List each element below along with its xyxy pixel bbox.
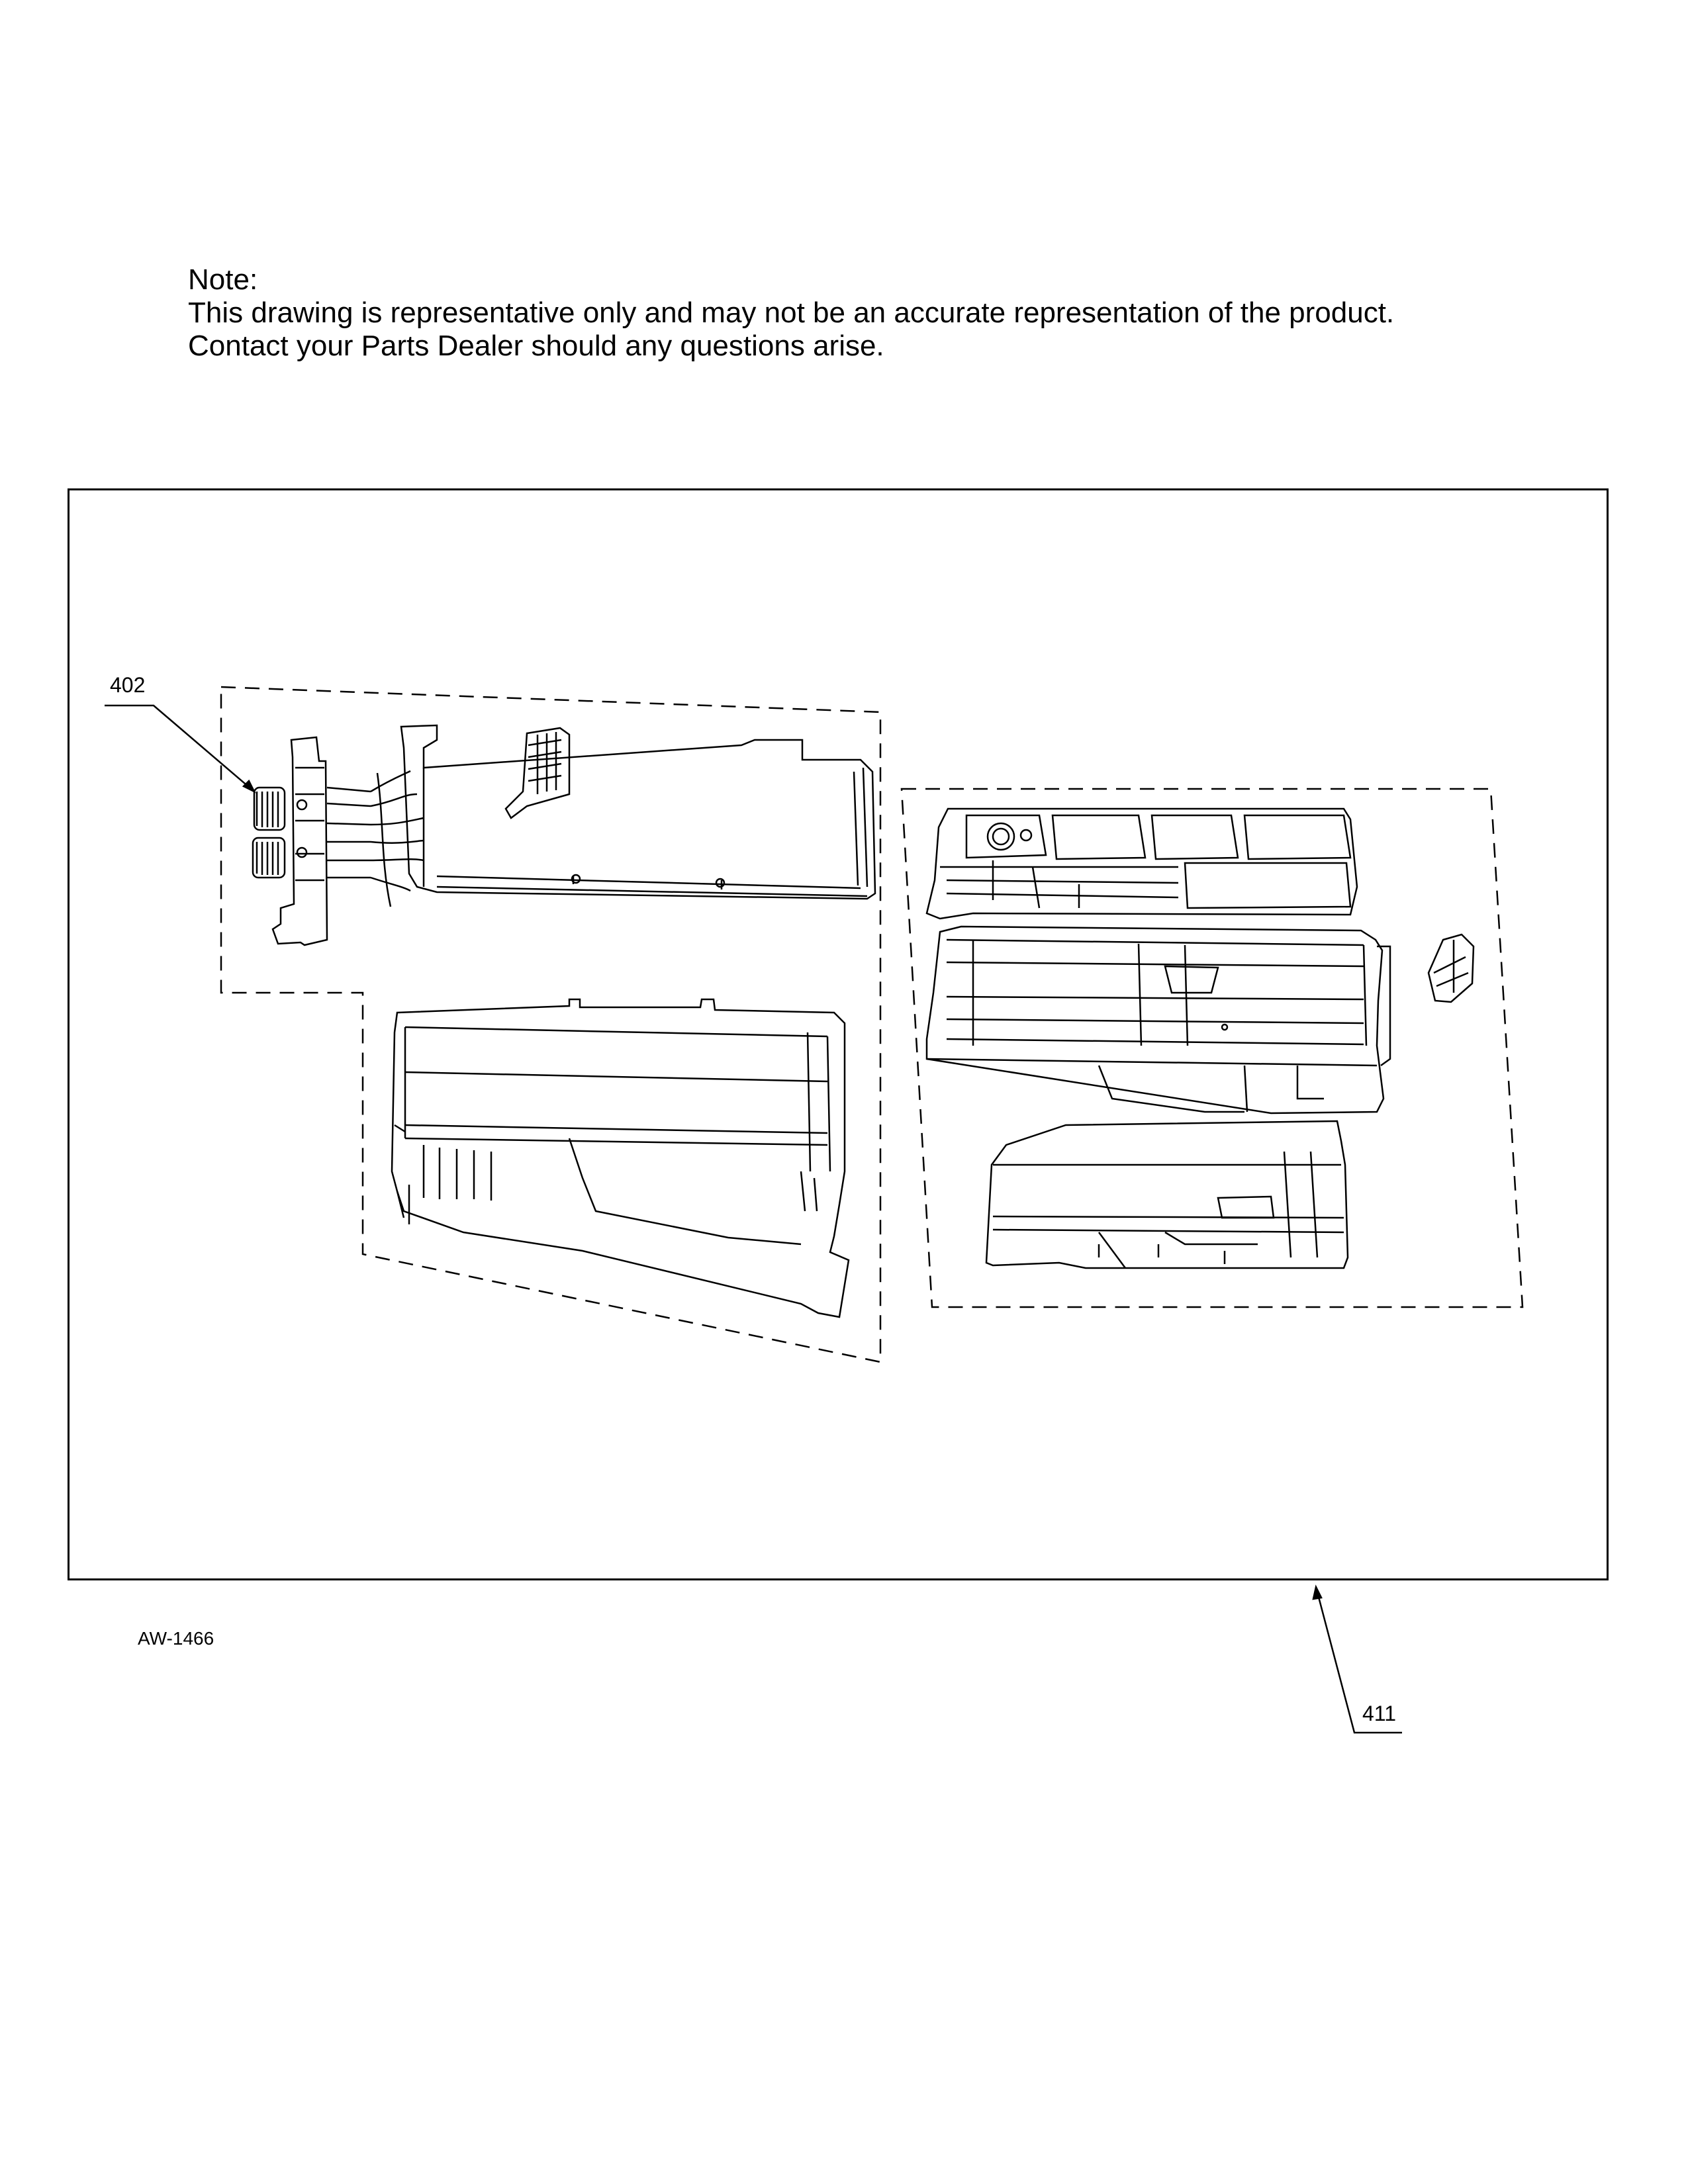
tray-handle	[504, 727, 571, 819]
dispenser-drawer-top	[925, 807, 1358, 920]
arrow-head-402	[242, 779, 256, 794]
note-disclaimer: This drawing is representative only and …	[188, 296, 1395, 329]
callout-411-label: 411	[1362, 1702, 1396, 1725]
dispenser-base	[985, 1120, 1349, 1269]
group-outline-left	[220, 686, 882, 1363]
detergent-tray-top	[400, 724, 876, 900]
callout-402-label: 402	[110, 673, 145, 697]
water-valve-part	[252, 736, 371, 946]
diagram-frame	[68, 488, 1609, 1580]
leader-line-402	[105, 704, 255, 792]
leader-line-411	[1315, 1586, 1402, 1734]
dispenser-housing-left	[391, 998, 850, 1318]
group-outline-right	[900, 788, 1524, 1308]
drawing-code: AW-1466	[138, 1628, 214, 1649]
small-bracket-part	[1427, 933, 1475, 1003]
arrow-head-411	[1312, 1584, 1323, 1600]
hose-bundle	[370, 770, 424, 907]
note-heading: Note:	[188, 263, 258, 296]
note-contact: Contact your Parts Dealer should any que…	[188, 330, 884, 362]
dispenser-drawer-frame	[925, 925, 1391, 1115]
note-block: Note: This drawing is representative onl…	[188, 263, 1394, 363]
